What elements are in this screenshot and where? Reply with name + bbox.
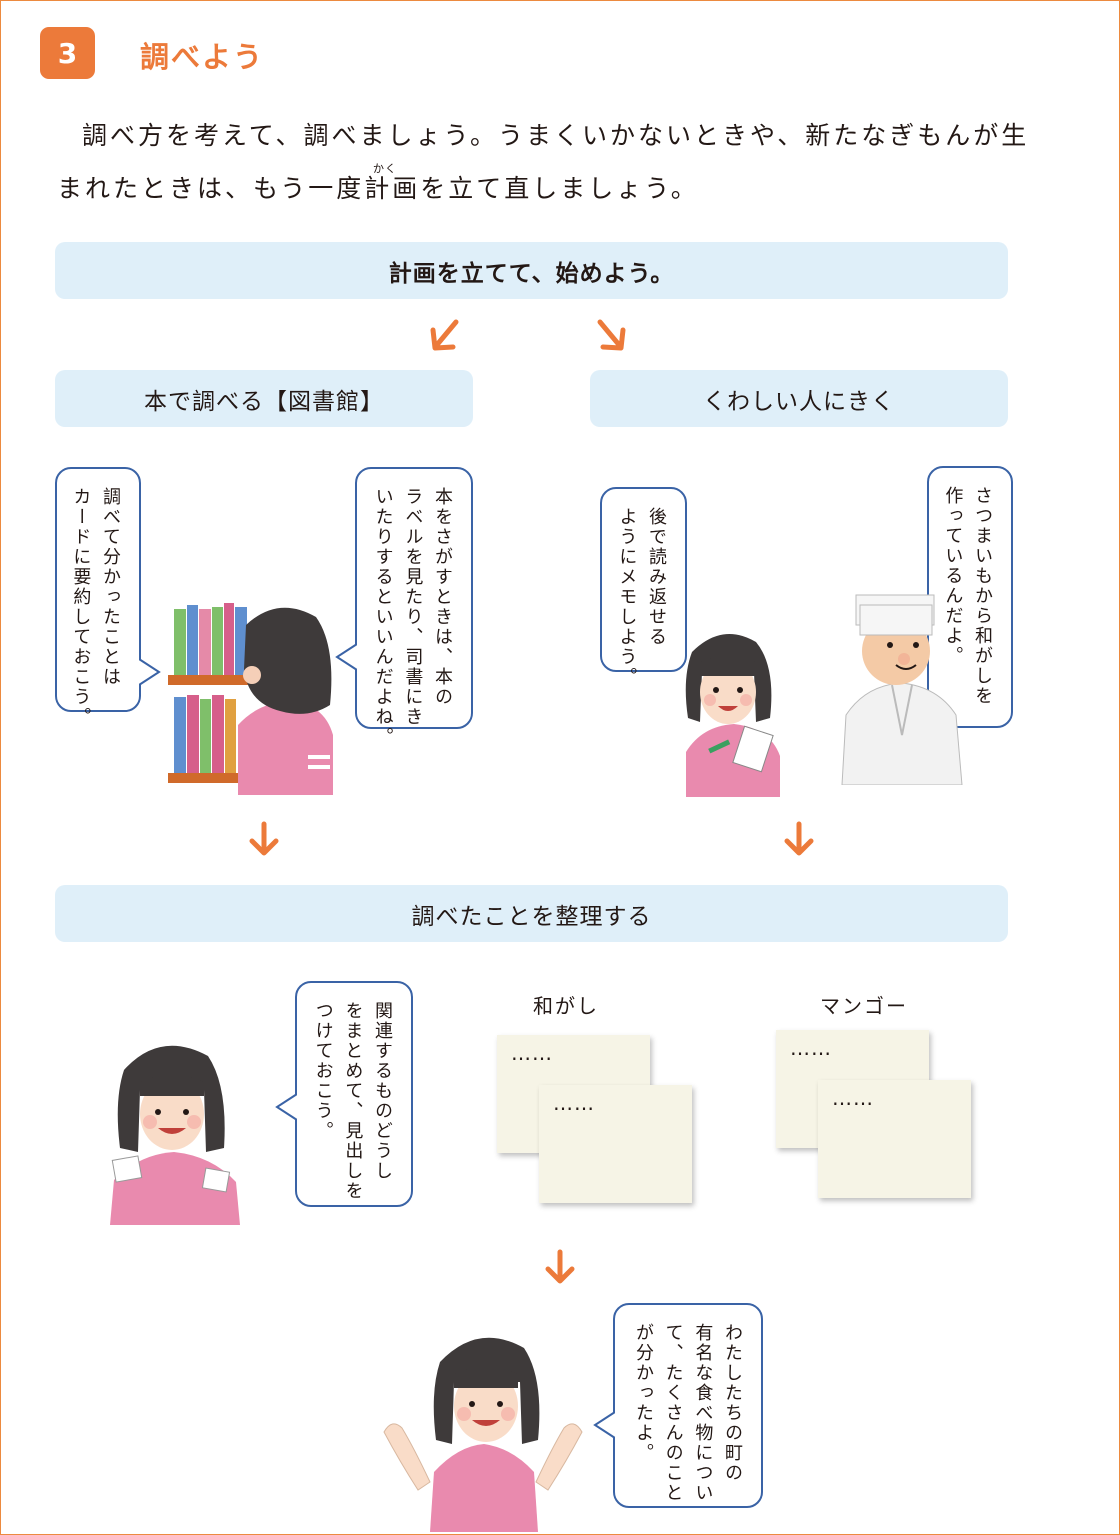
step-organize-label: 調べたことを整理する (411, 903, 652, 930)
step-plan: 計画を立てて、始めよう。 (55, 242, 1008, 299)
note-card: …… (539, 1085, 692, 1203)
intro-line-1: 調べ方を考えて、調べましょう。うまくいかないときや、新たなぎもんが生 (82, 121, 1030, 150)
step-number: 3 (57, 36, 78, 70)
card-dots: …… (553, 1091, 595, 1115)
speech-bubble-group-cards: 関連するものどうし をまとめて、見出しを つけておこう。 (295, 981, 413, 1207)
bubble-tail (139, 658, 161, 686)
bubble-sweet-potato-text: さつまいもから和がしを 作っているんだよ。 (942, 486, 993, 706)
note-card: …… (818, 1080, 971, 1198)
step-organize: 調べたことを整理する (55, 885, 1008, 942)
intro-line-2: まれたときは、もう一度計画を立て直しましょう。 (57, 174, 699, 203)
card-group-label-wagashi: 和がし (533, 994, 599, 1018)
arrow-down-icon (545, 1249, 575, 1284)
bubble-memo-text: 後で読み返せる ようにメモしよう。 (616, 507, 667, 687)
arrow-down-icon (249, 821, 279, 856)
girl-organizing-illustration (110, 1045, 240, 1225)
arrow-down-left-icon (430, 319, 459, 351)
step-books-label: 本で調べる【図書館】 (144, 388, 384, 415)
girl-conclusion-illustration (383, 1337, 583, 1532)
library-girl-illustration (168, 603, 333, 795)
step-ask: くわしい人にきく (590, 370, 1008, 427)
step-number-badge: 3 (40, 27, 95, 79)
step-books: 本で調べる【図書館】 (55, 370, 473, 427)
bubble-conclusion-text: わたしたちの町の 有名な食べ物につい て、たくさんのこと が分かったよ。 (632, 1323, 743, 1503)
section-title: 調べよう (140, 40, 265, 74)
card-group-label-mango: マンゴー (820, 994, 908, 1018)
speech-bubble-memo: 後で読み返せる ようにメモしよう。 (600, 487, 687, 687)
bubble-tail (335, 643, 357, 671)
bubble-tail (275, 1093, 297, 1121)
arrow-down-icon (784, 821, 814, 856)
furigana-kaku: かく (373, 162, 397, 175)
speech-bubble-summary-card: 調べて分かったことは カードに要約しておこう。 (55, 467, 141, 727)
bubble-summary-card-text: 調べて分かったことは カードに要約しておこう。 (70, 487, 121, 727)
chef-illustration (841, 594, 963, 785)
step-plan-label: 計画を立てて、始めよう。 (388, 260, 675, 287)
girl-memo-illustration (685, 634, 780, 797)
bubble-find-books-text: 本をさがすときは、本の ラベルを見たり、司書にき いたりするといいんだよね。 (372, 487, 453, 747)
bubble-tail (593, 1411, 615, 1439)
card-dots: …… (832, 1086, 874, 1110)
speech-bubble-conclusion: わたしたちの町の 有名な食べ物につい て、たくさんのこと が分かったよ。 (613, 1303, 763, 1508)
step-ask-label: くわしい人にきく (703, 388, 895, 415)
speech-bubble-find-books: 本をさがすときは、本の ラベルを見たり、司書にき いたりするといいんだよね。 (355, 467, 473, 747)
card-dots: …… (511, 1041, 553, 1065)
arrow-down-right-icon (597, 319, 626, 351)
bubble-group-cards-text: 関連するものどうし をまとめて、見出しを つけておこう。 (312, 1001, 393, 1201)
card-dots: …… (790, 1036, 832, 1060)
